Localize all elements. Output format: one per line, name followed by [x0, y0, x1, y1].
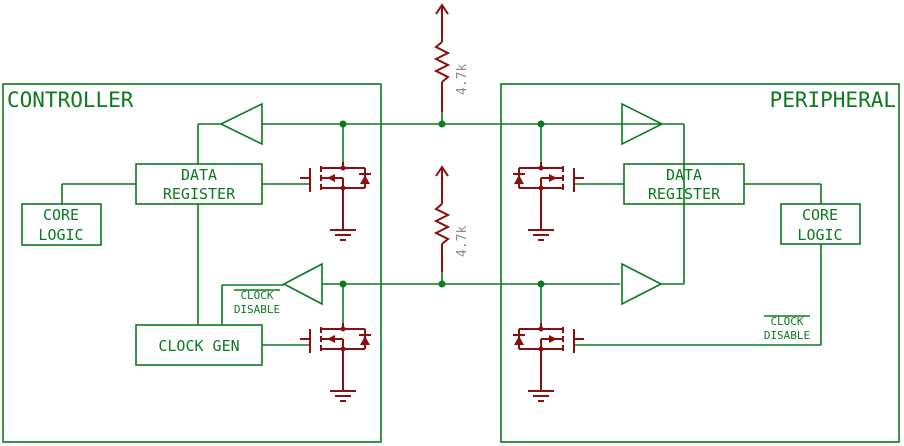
svg-text:LOGIC: LOGIC: [797, 226, 842, 244]
junction-dot: [438, 120, 446, 128]
svg-text:CLOCK GEN: CLOCK GEN: [158, 337, 239, 355]
controller-clock-gen: CLOCK GEN: [135, 324, 263, 366]
peripheral-data-register: DATA REGISTER: [623, 163, 745, 205]
svg-text:CLOCK: CLOCK: [770, 315, 803, 328]
bus-wires: [261, 123, 662, 285]
controller-clock-mosfet: [300, 323, 371, 402]
svg-text:CORE: CORE: [802, 206, 838, 224]
svg-text:DATA: DATA: [666, 166, 702, 184]
junction-dot: [438, 280, 446, 288]
peripheral-clock-disable-label: CLOCK DISABLE: [764, 315, 810, 342]
peripheral-title: PERIPHERAL: [770, 88, 896, 112]
svg-text:REGISTER: REGISTER: [648, 185, 721, 203]
controller-data-mosfet: [300, 162, 371, 241]
peripheral-clock-input-buffer: [621, 262, 663, 306]
svg-text:CLOCK: CLOCK: [240, 289, 273, 302]
data-pullup-resistor: 4.7k: [433, 3, 470, 124]
clock-pullup-resistor: 4.7k: [433, 165, 470, 284]
svg-text:DISABLE: DISABLE: [234, 303, 280, 316]
junction-dot: [537, 280, 545, 288]
data-resistor-value: 4.7k: [455, 64, 470, 95]
svg-text:REGISTER: REGISTER: [163, 185, 236, 203]
controller-block: [2, 83, 382, 443]
svg-text:DATA: DATA: [181, 166, 217, 184]
svg-text:LOGIC: LOGIC: [38, 226, 83, 244]
mosfets: [300, 162, 584, 402]
junctions: [339, 120, 545, 288]
controller-title: CONTROLLER: [7, 88, 134, 112]
junction-dot: [339, 280, 347, 288]
peripheral-data-input-buffer: [621, 102, 664, 146]
junction-dot: [339, 120, 347, 128]
controller-data-input-buffer: [219, 102, 263, 146]
svg-text:CORE: CORE: [43, 206, 79, 224]
peripheral-block: [500, 83, 900, 443]
peripheral-wiring: [540, 123, 822, 346]
controller-clock-disable-label: CLOCK DISABLE: [234, 289, 280, 316]
clock-resistor-value: 4.7k: [455, 226, 470, 257]
peripheral-data-mosfet: [513, 162, 584, 241]
junction-dot: [537, 120, 545, 128]
controller-core-logic: CORE LOGIC: [21, 203, 102, 246]
controller-wiring: [61, 123, 344, 346]
controller-data-register: DATA REGISTER: [135, 163, 263, 205]
controller-clock-input-buffer: [282, 262, 323, 306]
peripheral-core-logic: CORE LOGIC: [780, 203, 861, 245]
svg-text:DISABLE: DISABLE: [764, 329, 810, 342]
peripheral-clock-mosfet: [513, 323, 584, 402]
